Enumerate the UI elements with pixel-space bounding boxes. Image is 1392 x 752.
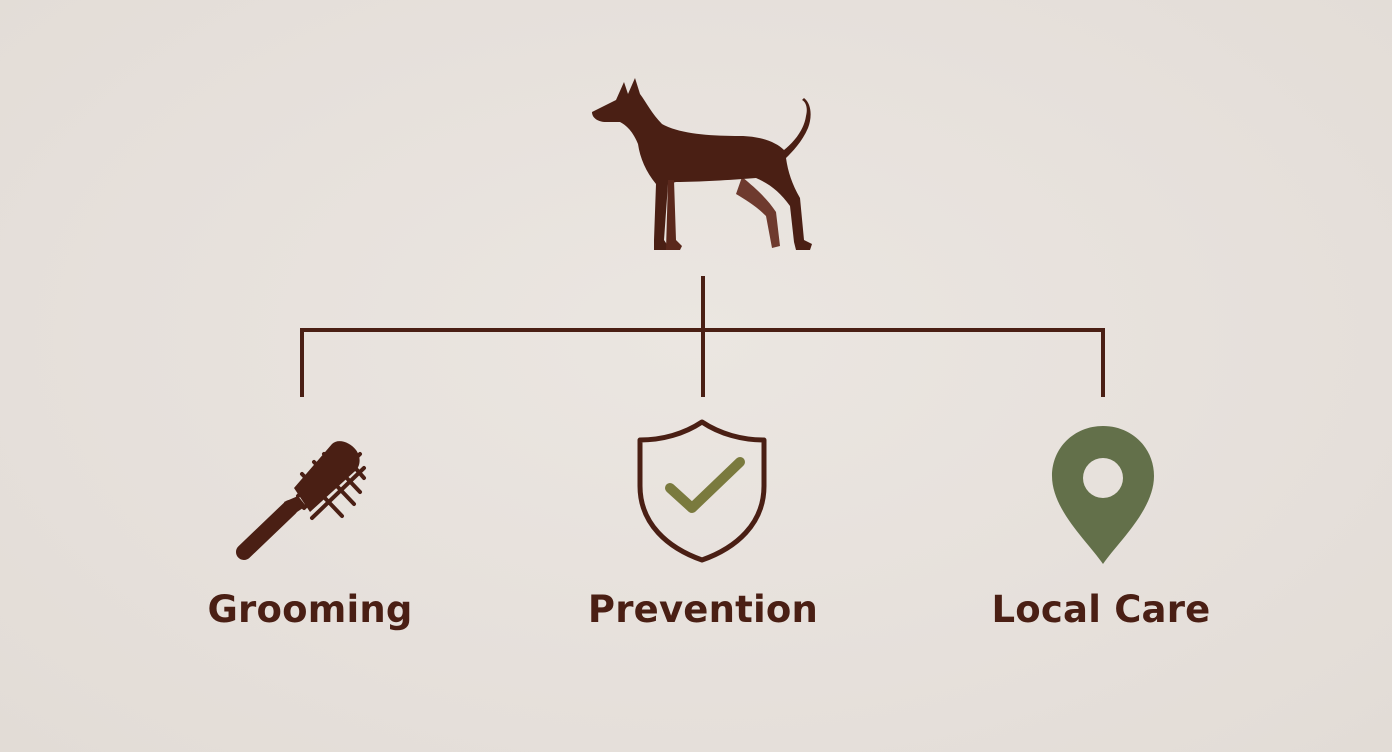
check-icon: [665, 457, 745, 513]
label-grooming: Grooming: [207, 588, 413, 631]
dog-icon: [592, 78, 812, 250]
label-prevention: Prevention: [587, 588, 819, 631]
map-pin-icon: [1052, 426, 1154, 564]
label-local-care: Local Care: [991, 588, 1211, 631]
brush-icon: [236, 441, 366, 560]
shield-check-icon: [637, 419, 767, 563]
